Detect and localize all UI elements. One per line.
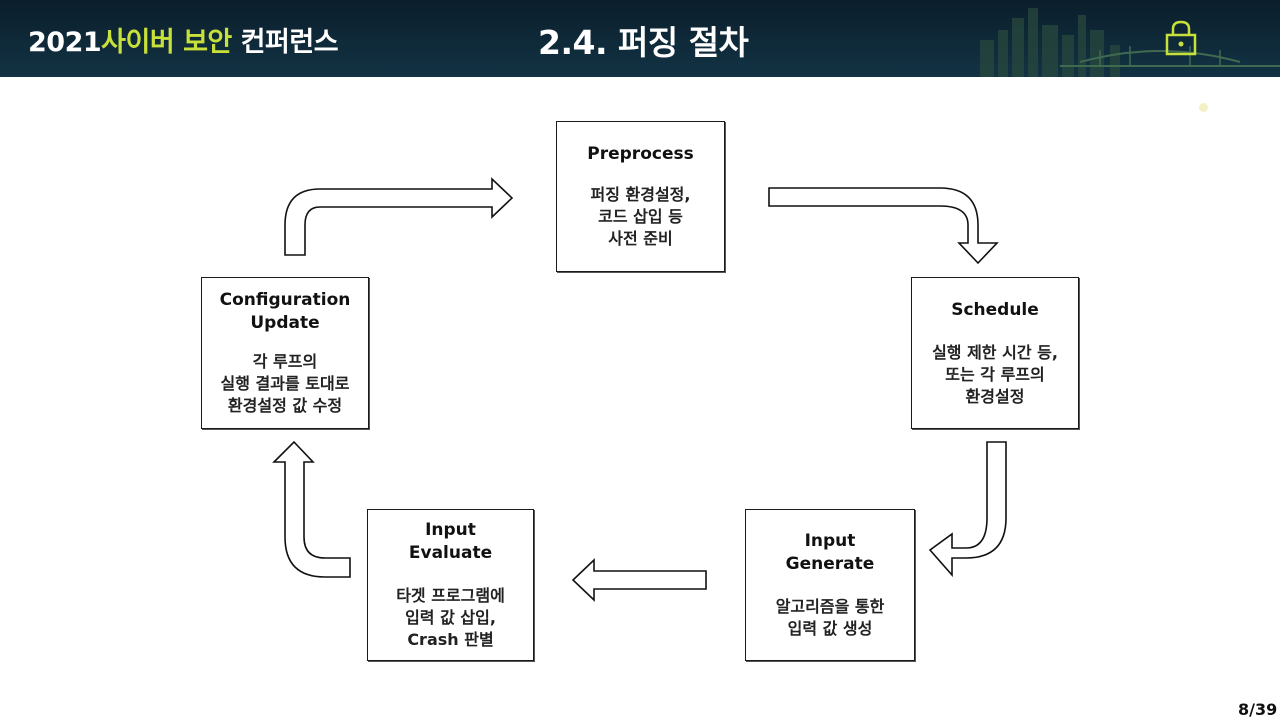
arrow-schedule-to-generate <box>928 441 1007 578</box>
arrow-preprocess-to-schedule <box>768 187 999 265</box>
arrow-config-to-preprocess <box>284 177 514 256</box>
header-bar: 2021사이버 보안 컨퍼런스 2.4. 퍼징 절차 <box>0 0 1280 77</box>
conference-year: 2021 <box>28 27 102 58</box>
step-title: Schedule <box>951 299 1039 320</box>
step-description: 타겟 프로그램에 입력 값 삽입, Crash 판별 <box>396 586 505 649</box>
step-description: 알고리즘을 통한 입력 값 생성 <box>775 597 885 638</box>
lock-icon <box>1165 20 1197 56</box>
step-description: 퍼징 환경설정, 코드 삽입 등 사전 준비 <box>590 185 691 248</box>
step-title: Configuration Update <box>219 290 351 333</box>
step-description: 실행 제한 시간 등, 또는 각 루프의 환경설정 <box>932 342 1058 406</box>
page-number: 8/39 <box>1238 700 1278 719</box>
step-description: 각 루프의 실행 결과를 토대로 환경설정 값 수정 <box>220 352 350 415</box>
step-title: Input Generate <box>785 531 875 574</box>
step-schedule: Schedule 실행 제한 시간 등, 또는 각 루프의 환경설정 <box>911 277 1079 429</box>
step-preprocess: Preprocess 퍼징 환경설정, 코드 삽입 등 사전 준비 <box>556 121 725 272</box>
arrow-evaluate-to-config <box>272 440 351 578</box>
arrow-generate-to-evaluate <box>571 558 707 602</box>
conference-rest: 컨퍼런스 <box>240 27 339 58</box>
step-title: Preprocess <box>587 144 694 164</box>
conference-title: 2021사이버 보안 컨퍼런스 <box>28 20 339 59</box>
step-title: Input Evaluate <box>408 520 493 563</box>
step-configuration-update: Configuration Update 각 루프의 실행 결과를 토대로 환경… <box>201 277 369 429</box>
step-input-generate: Input Generate 알고리즘을 통한 입력 값 생성 <box>745 509 915 661</box>
conference-accent: 사이버 보안 <box>101 27 232 58</box>
city-skyline-icon <box>980 8 1280 77</box>
decorative-dot <box>1199 103 1208 112</box>
step-input-evaluate: Input Evaluate 타겟 프로그램에 입력 값 삽입, Crash 판… <box>367 509 534 661</box>
slide-title: 2.4. 퍼징 절차 <box>538 23 749 62</box>
